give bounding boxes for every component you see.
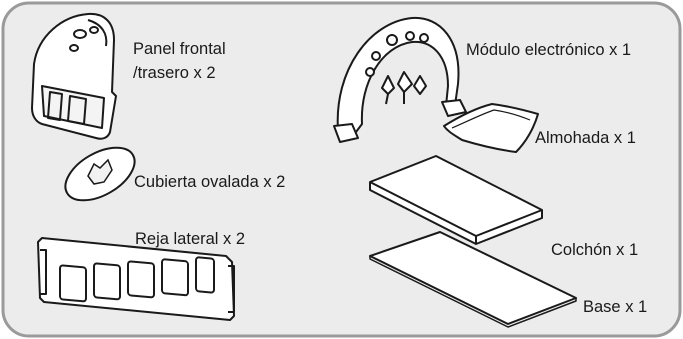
label-reja-lateral: Reja lateral x 2 <box>135 230 246 248</box>
label-panel-frontal: Panel frontal <box>133 40 226 58</box>
label-base: Base x 1 <box>583 298 648 316</box>
label-almohada: Almohada x 1 <box>535 129 636 147</box>
label-colchon: Colchón x 1 <box>551 241 639 259</box>
label-cubierta-ovalada: Cubierta ovalada x 2 <box>134 173 286 191</box>
label-modulo-electronico: Módulo electrónico x 1 <box>466 41 632 59</box>
label-panel-trasero: /trasero x 2 <box>133 64 216 82</box>
